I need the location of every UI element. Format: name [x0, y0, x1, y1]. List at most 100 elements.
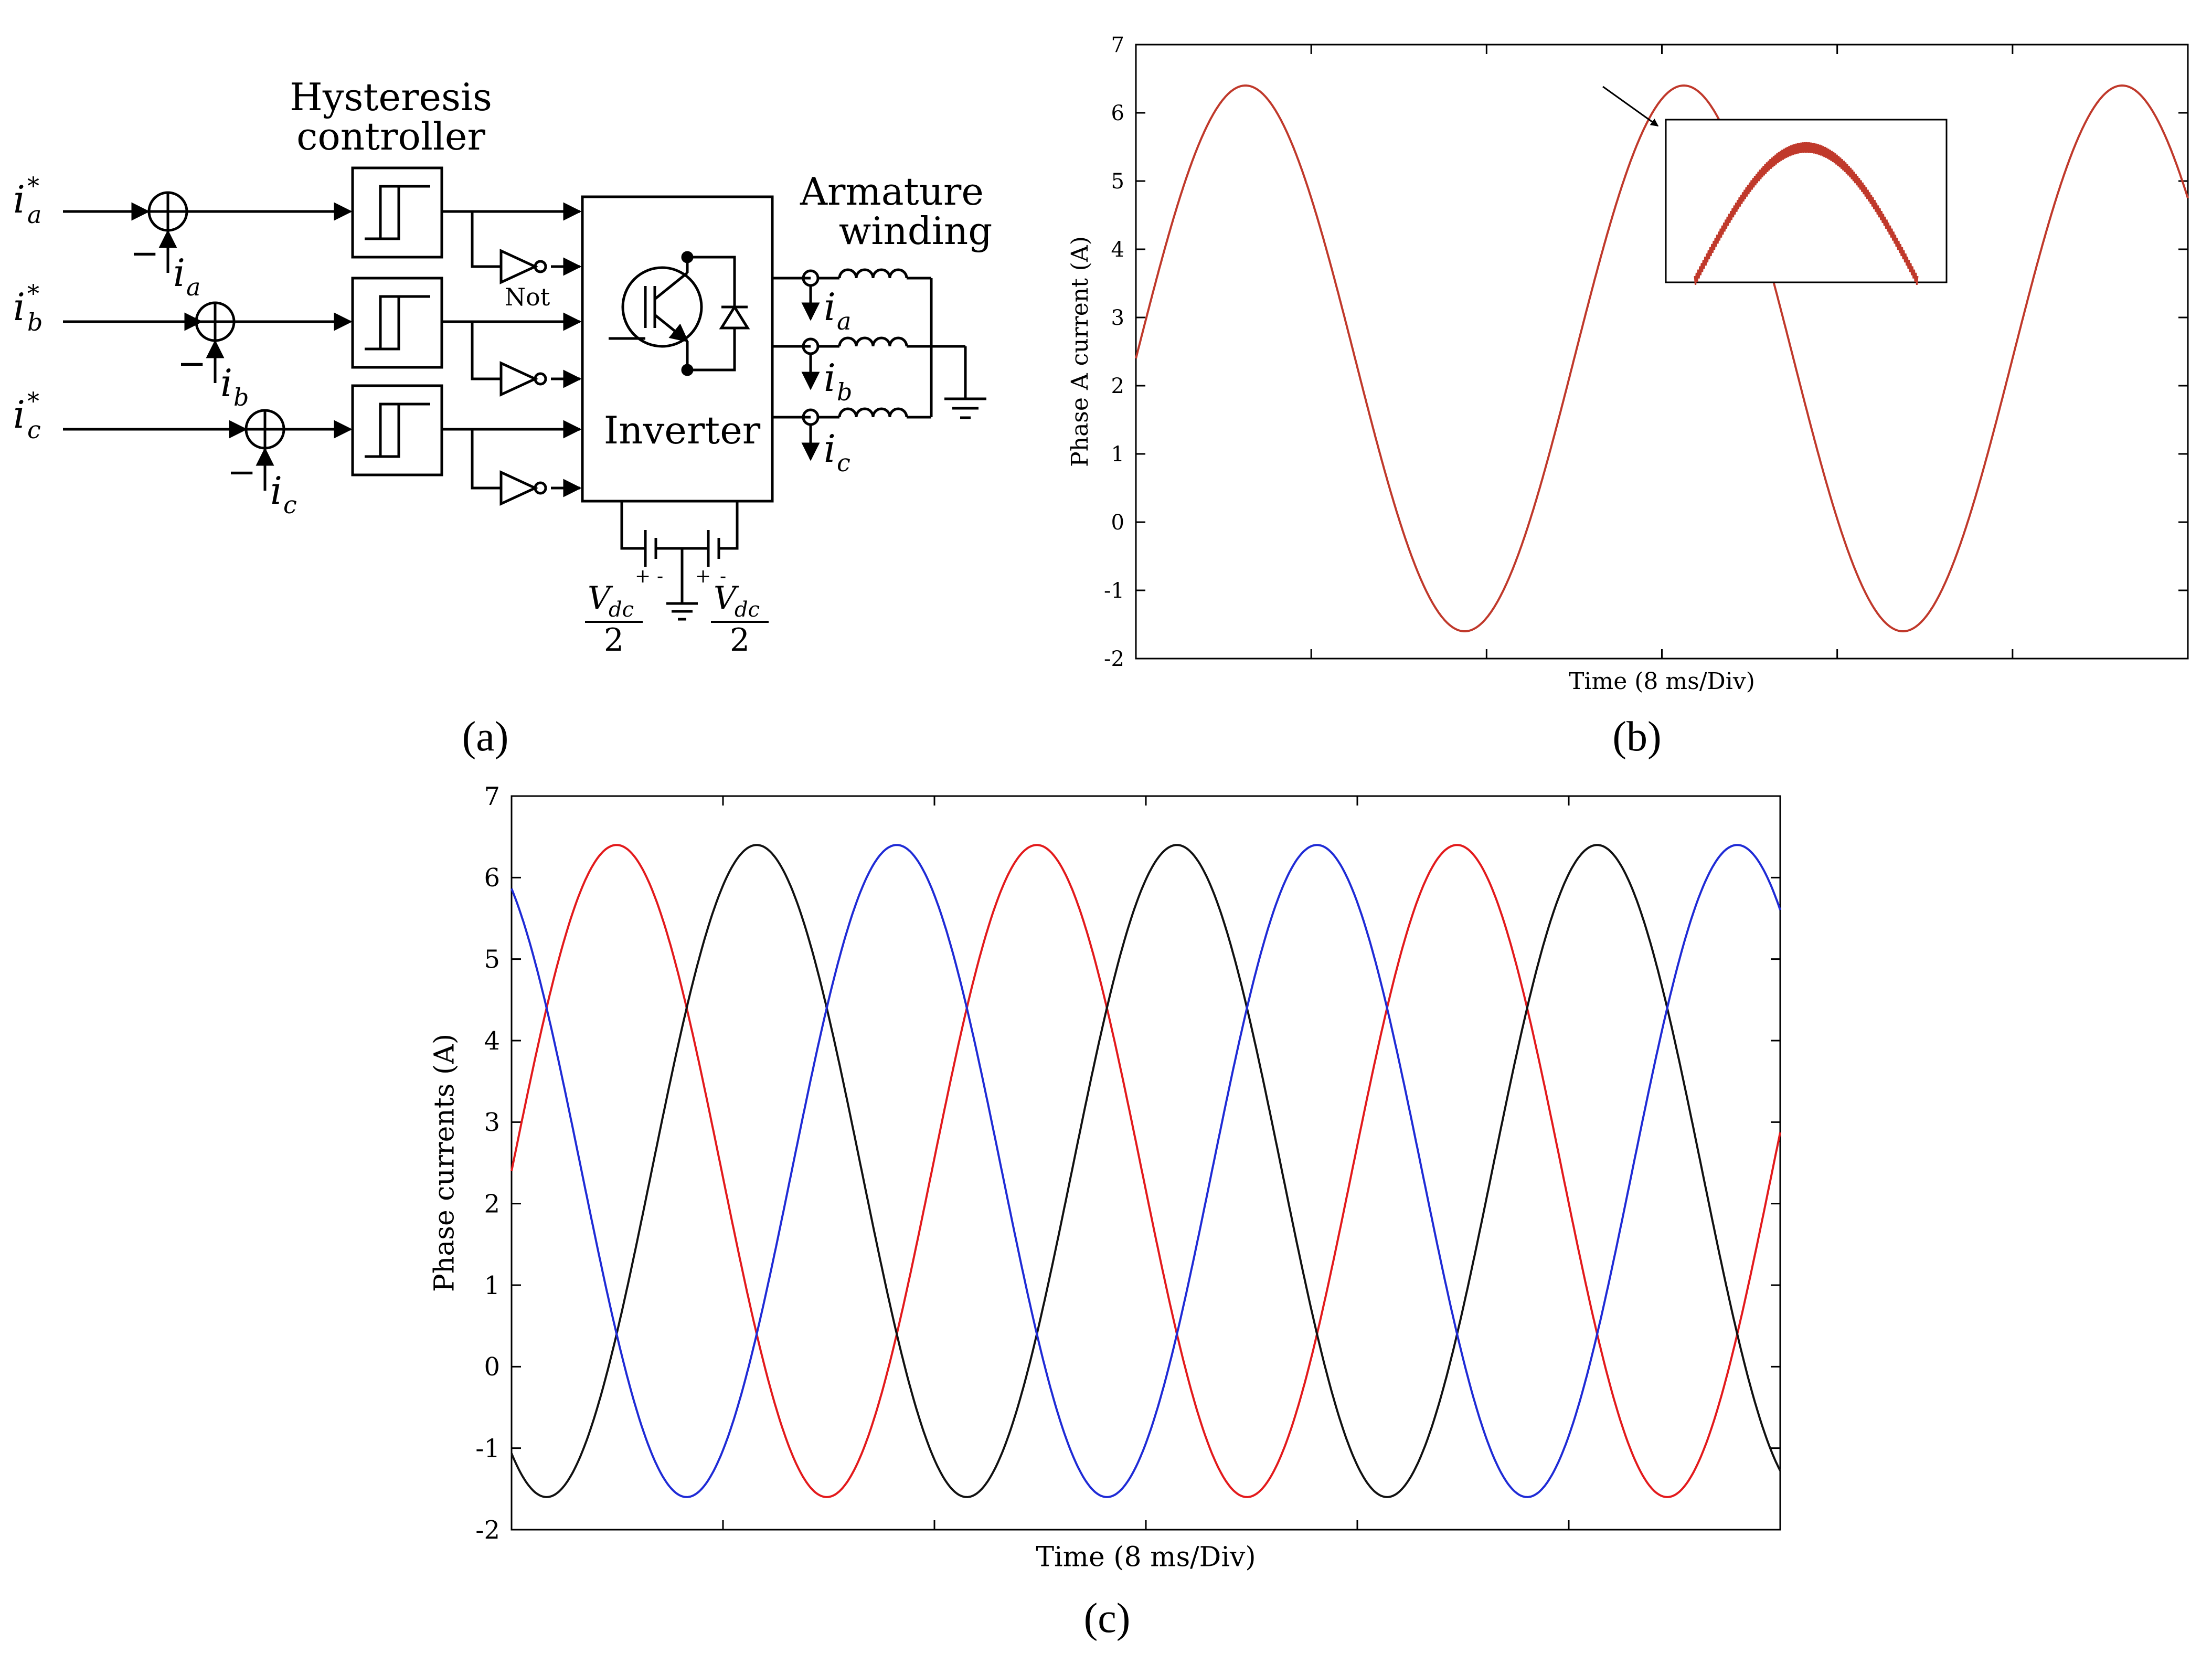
- hysteresis-block-a: [351, 166, 443, 259]
- feedback-label-c: − i c: [227, 452, 297, 519]
- vdc-label-right: V dc 2: [711, 580, 769, 659]
- svg-text:dc: dc: [609, 598, 634, 622]
- y-tick-label: 2: [484, 1189, 500, 1218]
- y-tick-label: 6: [484, 863, 500, 893]
- series-line-3: [511, 844, 1781, 1498]
- inverter-block: [581, 195, 774, 503]
- y-tick-label: 3: [1111, 306, 1124, 330]
- not-gate-b: [499, 361, 547, 397]
- y-tick-label: 2: [1111, 374, 1124, 398]
- controller-title-line2: controller: [296, 114, 485, 158]
- svg-text:*: *: [27, 279, 39, 308]
- svg-text:i: i: [13, 177, 25, 221]
- svg-text:dc: dc: [735, 598, 760, 622]
- svg-text:2: 2: [604, 622, 624, 659]
- inset-series-line: [1694, 142, 1919, 285]
- dc-link: [620, 501, 739, 621]
- y-tick-label: -2: [1104, 647, 1124, 671]
- svg-text:V: V: [588, 580, 613, 617]
- y-axis-label: Phase A current (A): [1067, 236, 1093, 467]
- not-label: Not: [505, 283, 550, 311]
- svg-text:−: −: [177, 343, 206, 384]
- armature-winding: [772, 268, 986, 461]
- svg-text:a: a: [27, 200, 41, 229]
- svg-text:i: i: [824, 285, 836, 329]
- dc-link-signs: + - + -: [635, 566, 726, 587]
- svg-text:*: *: [27, 387, 39, 415]
- svg-text:a: a: [186, 273, 200, 301]
- inverter-label: Inverter: [604, 408, 761, 452]
- svg-text:i: i: [824, 356, 836, 400]
- hysteresis-block-b: [351, 277, 443, 369]
- hysteresis-block-c: [351, 384, 443, 476]
- y-tick-label: 5: [1111, 169, 1124, 194]
- y-tick-label: 0: [484, 1352, 500, 1382]
- ref-label-b: i b *: [13, 279, 42, 336]
- svg-text:b: b: [233, 383, 249, 411]
- svg-text:i: i: [220, 361, 232, 405]
- series-line-1: [1135, 84, 2189, 632]
- svg-text:i: i: [270, 469, 282, 513]
- svg-text:i: i: [13, 285, 25, 329]
- x-axis-label: Time (8 ms/Div): [1036, 1542, 1256, 1573]
- y-tick-label: 5: [484, 945, 500, 974]
- svg-text:*: *: [27, 172, 39, 200]
- panel-c-label: (c): [1084, 1595, 1131, 1641]
- svg-text:i: i: [173, 251, 185, 295]
- y-tick-label: 7: [484, 782, 500, 811]
- svg-text:+: +: [695, 566, 711, 587]
- plot-frame: [511, 795, 1781, 1531]
- y-tick-label: 1: [484, 1271, 500, 1300]
- y-tick-label: 6: [1111, 101, 1124, 125]
- armature-title-line2: winding: [839, 209, 993, 253]
- feedback-label-b: − i b: [177, 343, 249, 411]
- ref-label-a: i a *: [13, 172, 41, 229]
- output-label-b: i b: [824, 356, 852, 406]
- controller-title-line1: Hysteresis: [290, 75, 492, 119]
- output-label-c: i c: [824, 427, 850, 477]
- y-tick-label: 0: [1111, 511, 1124, 535]
- series-line-2: [511, 844, 1781, 1498]
- x-axis-label: Time (8 ms/Div): [1569, 668, 1755, 695]
- summing-junction-a: [147, 191, 188, 232]
- svg-text:-: -: [720, 566, 726, 587]
- panel-a-label: (a): [462, 714, 509, 760]
- summing-junction-c: [244, 409, 285, 450]
- svg-text:V: V: [714, 580, 739, 617]
- svg-text:i: i: [13, 393, 25, 437]
- svg-text:c: c: [27, 416, 41, 444]
- svg-text:b: b: [27, 308, 42, 336]
- vdc-label-left: V dc 2: [585, 580, 643, 659]
- svg-text:c: c: [283, 491, 297, 519]
- panel-b-label: (b): [1612, 714, 1661, 760]
- svg-text:-: -: [657, 566, 663, 587]
- series-line-1: [511, 844, 1781, 1498]
- svg-text:2: 2: [730, 622, 750, 659]
- y-tick-label: 1: [1111, 442, 1124, 467]
- y-axis-label: Phase currents (A): [429, 1034, 461, 1292]
- y-tick-label: -1: [475, 1434, 500, 1463]
- y-tick-label: 7: [1111, 33, 1124, 57]
- svg-text:a: a: [837, 307, 851, 335]
- plot-frame: [1135, 44, 2189, 660]
- svg-text:c: c: [837, 449, 850, 477]
- y-tick-label: -2: [475, 1516, 500, 1545]
- feedback-label-a: − i a: [130, 233, 200, 301]
- svg-text:b: b: [837, 378, 852, 406]
- panel-a-diagram: Hysteresis controller Armature winding i…: [13, 75, 992, 659]
- svg-text:i: i: [824, 427, 836, 471]
- zoom-arrow: [1602, 86, 1659, 127]
- ref-label-c: i c *: [13, 387, 41, 444]
- armature-title-line1: Armature: [800, 169, 984, 214]
- y-tick-label: 4: [484, 1026, 500, 1056]
- y-tick-label: -1: [1104, 579, 1124, 603]
- svg-text:−: −: [227, 452, 256, 492]
- y-tick-label: 4: [1111, 238, 1124, 262]
- y-tick-label: 3: [484, 1108, 500, 1137]
- svg-text:−: −: [130, 233, 159, 273]
- output-label-a: i a: [824, 285, 851, 335]
- summing-junction-b: [195, 301, 236, 342]
